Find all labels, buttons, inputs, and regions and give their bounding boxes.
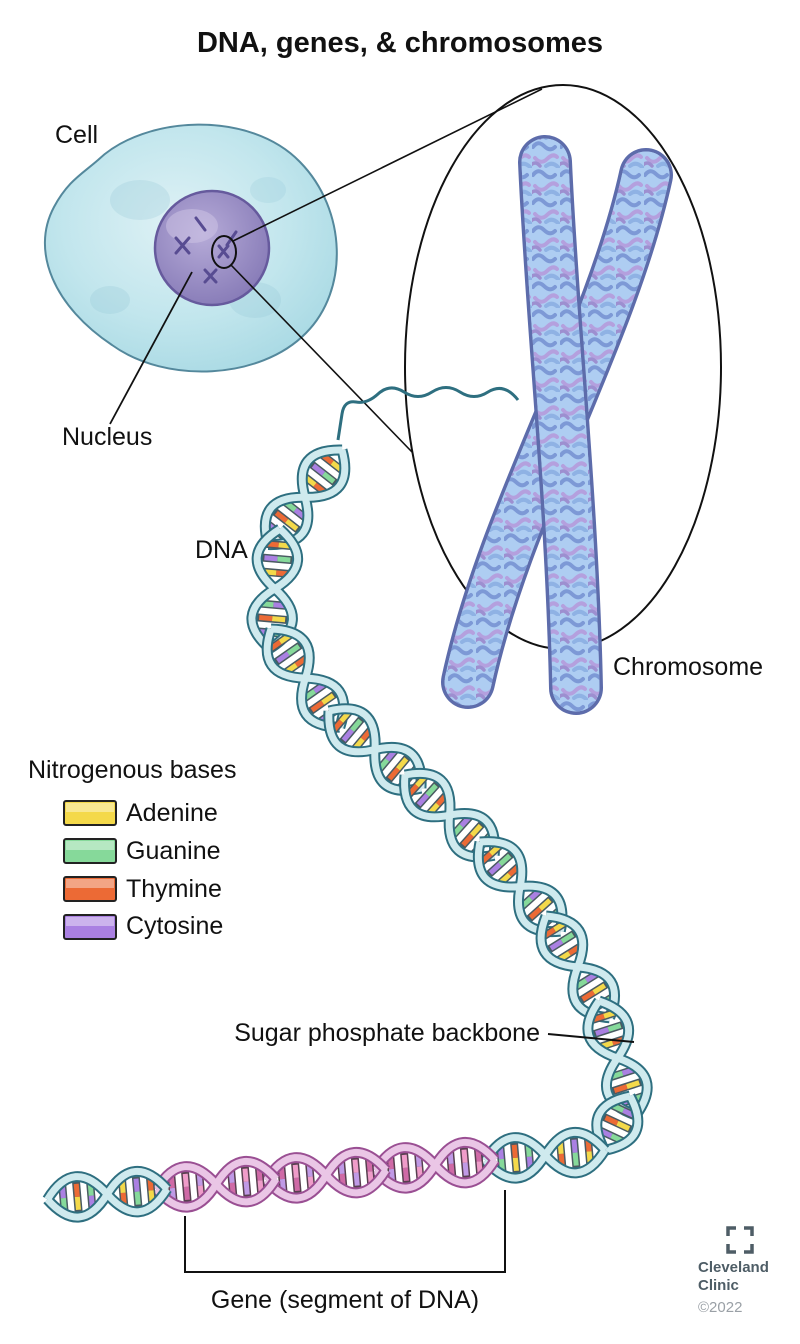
credit-name-line1: Cleveland	[698, 1259, 769, 1276]
mini-chromosomes	[174, 216, 238, 284]
nucleus-pointer-line	[109, 271, 193, 425]
magnifier-ellipse	[211, 235, 237, 269]
cleveland-clinic-credit: Cleveland Clinic ©2022	[698, 1226, 769, 1316]
helix-segment	[46, 1169, 169, 1220]
cleveland-clinic-logo-icon	[726, 1226, 754, 1254]
legend-label-cytosine: Cytosine	[126, 912, 223, 940]
helix-segment	[484, 1130, 607, 1181]
legend-swatch-guanine	[63, 838, 117, 864]
legend-label-thymine: Thymine	[126, 875, 222, 903]
chromosome-label: Chromosome	[613, 653, 763, 681]
gene-bracket	[184, 1190, 506, 1273]
page-title: DNA, genes, & chromosomes	[197, 27, 603, 59]
legend-heading: Nitrogenous bases	[28, 756, 236, 784]
dna-label: DNA	[195, 536, 248, 564]
magnifier-cone-lines	[230, 88, 543, 453]
nucleus-label: Nucleus	[62, 423, 152, 451]
legend-item-guanine: Guanine	[63, 837, 221, 865]
legend-label-adenine: Adenine	[126, 799, 218, 827]
chromatin-fiber	[336, 386, 520, 441]
chromosome-shape	[441, 135, 673, 715]
legend-item-adenine: Adenine	[63, 799, 218, 827]
legend-swatch-adenine	[63, 800, 117, 826]
legend-label-guanine: Guanine	[126, 837, 221, 865]
gene-label: Gene (segment of DNA)	[211, 1286, 479, 1314]
credit-year: ©2022	[698, 1299, 742, 1316]
cell-label: Cell	[55, 121, 98, 149]
legend-swatch-cytosine	[63, 914, 117, 940]
backbone-label: Sugar phosphate backbone	[234, 1019, 540, 1047]
helix-gene-segment	[155, 1159, 278, 1210]
legend-item-cytosine: Cytosine	[63, 912, 223, 940]
nitrogenous-bases-legend: Nitrogenous bases Adenine Guanine Thymin…	[28, 756, 236, 940]
legend-swatch-thymine	[63, 876, 117, 902]
backbone-pointer-line	[547, 1033, 635, 1043]
helix-gene-segment	[374, 1140, 497, 1191]
credit-name-line2: Clinic	[698, 1277, 739, 1294]
helix-gene-segment	[265, 1150, 388, 1201]
legend-item-thymine: Thymine	[63, 875, 222, 903]
